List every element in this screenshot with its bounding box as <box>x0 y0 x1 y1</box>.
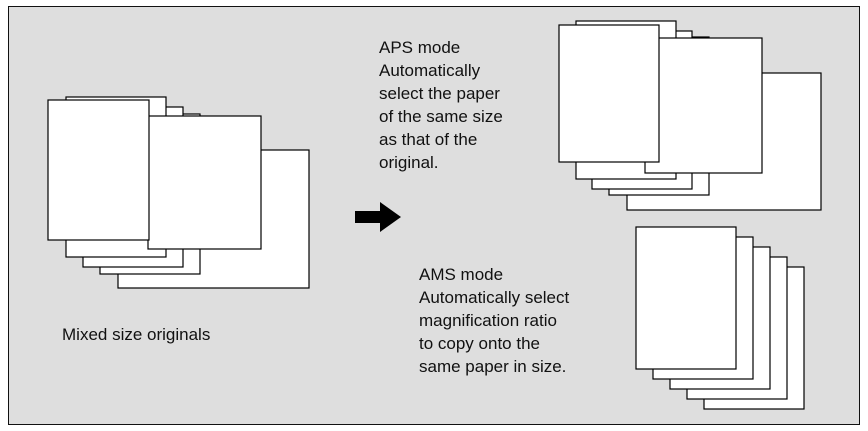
ams-line-5: same paper in size. <box>419 357 567 376</box>
diagram-canvas <box>47 20 822 410</box>
aps-line-1: APS mode <box>379 38 461 57</box>
aps-line-6: original. <box>379 153 439 172</box>
ams-line-2: Automatically select <box>419 288 570 307</box>
aps-line-5: as that of the <box>379 130 478 149</box>
right-arrow-icon <box>355 202 401 232</box>
ams-sheet-1 <box>635 226 737 370</box>
ams-mode-description: AMS mode Automatically select magnificat… <box>419 263 569 378</box>
aps-sheet-medium <box>644 37 763 174</box>
aps-line-3: select the paper <box>379 84 500 103</box>
aps-line-2: Automatically <box>379 61 481 80</box>
aps-output-stack <box>558 20 822 211</box>
originals-caption: Mixed size originals <box>62 325 211 344</box>
diagram-panel: Mixed size originals APS mode Automatica… <box>8 6 860 425</box>
aps-line-4: of the same size <box>379 107 503 126</box>
ams-line-3: magnification ratio <box>419 311 557 330</box>
ams-line-4: to copy onto the <box>419 334 540 353</box>
aps-sheet-front <box>558 24 660 163</box>
ams-line-1: AMS mode <box>419 265 504 284</box>
original-sheet-front <box>47 99 150 241</box>
ams-output-stack <box>635 226 805 410</box>
mixed-originals-stack <box>47 96 310 289</box>
original-sheet-medium <box>147 115 262 250</box>
aps-mode-description: APS mode Automatically select the paper … <box>379 36 503 174</box>
